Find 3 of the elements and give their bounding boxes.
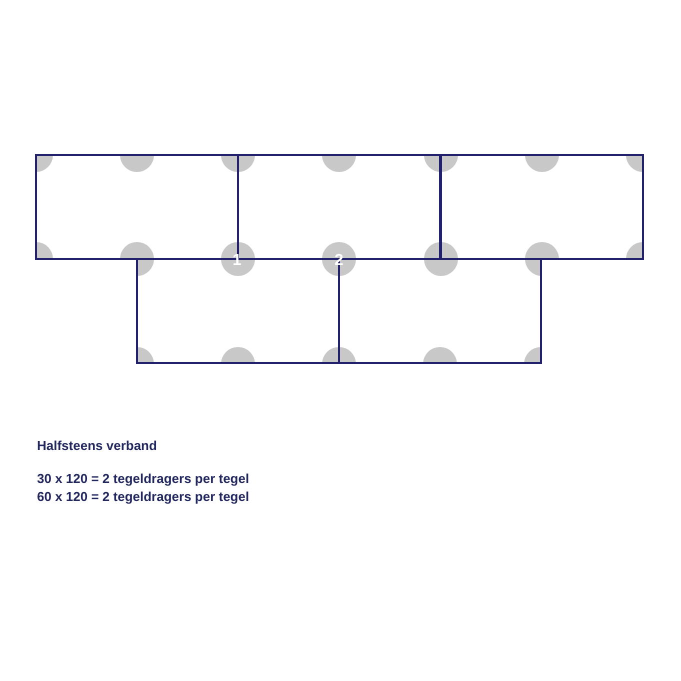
note-text: 30 x 120 = 2 tegeldragers per tegel xyxy=(37,470,250,488)
note-text: 60 x 120 = 2 tegeldragers per tegel xyxy=(37,488,250,506)
diagram-title: Halfsteens verband xyxy=(37,437,157,455)
